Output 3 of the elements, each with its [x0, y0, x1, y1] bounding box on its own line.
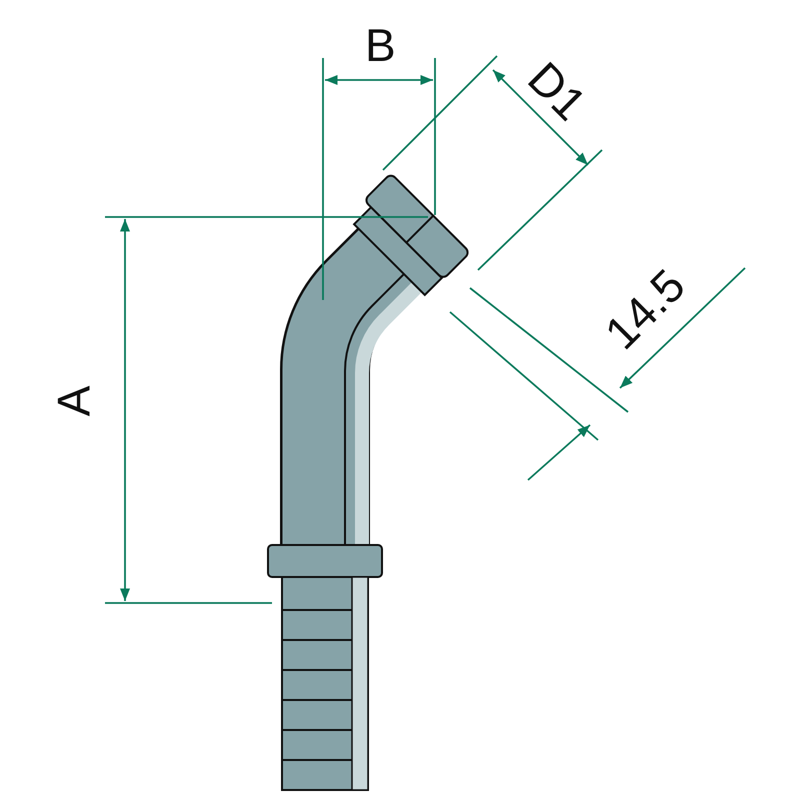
dimension-label: A	[50, 386, 96, 416]
dimension-label: B	[365, 22, 396, 68]
dimension-label: D1	[520, 54, 594, 128]
